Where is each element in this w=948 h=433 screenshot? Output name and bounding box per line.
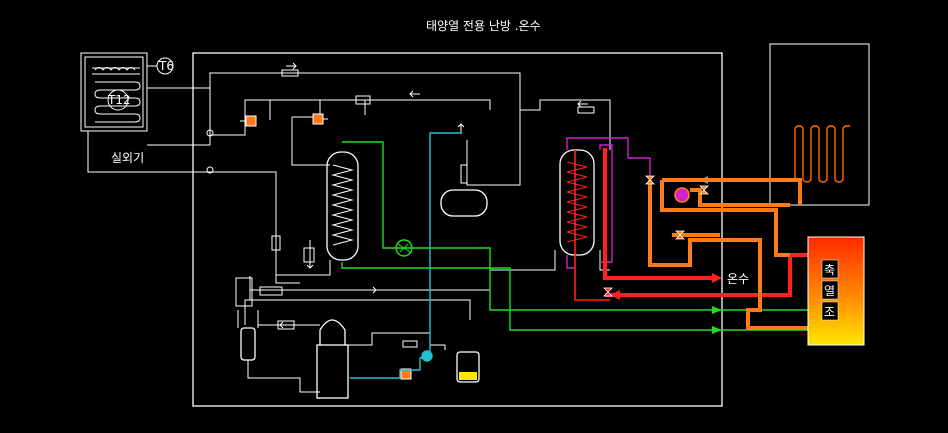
flow-arrows [279,62,588,329]
orange-pipes [648,178,808,330]
heated-room [769,43,870,206]
hot-water-label: 온수 [727,272,749,286]
green-loop [341,141,855,334]
outdoor-unit-label: 실외기 [111,151,144,165]
pump-green [395,239,413,257]
heat-exchanger-right [559,149,595,256]
four-way-valve [235,235,315,307]
floor-heating-coil [794,125,850,183]
tank-label-3: 조 [824,305,835,319]
storage-tank: 축 열 조 [807,236,865,346]
red-pipes [574,148,808,301]
three-way-valves [603,175,709,297]
outdoor-unit: T12 T6 [80,52,174,132]
heat-exchanger-left [326,151,359,261]
pump-cyan [421,350,433,362]
sensor-t6-label: T6 [158,59,174,73]
tank-label-2: 열 [824,284,835,298]
magenta-loop [566,137,651,269]
sensor-t12-label: T12 [107,93,131,107]
receiver-tank [440,164,488,217]
expansion-valves [206,69,595,348]
tank-label-1: 축 [824,263,835,277]
compressor [316,319,349,399]
indoor-unit-frame [192,52,723,407]
accumulator [237,310,259,361]
solenoid-valves [240,113,412,380]
condensate-jar [456,351,480,383]
diagram-title: 태양열 전용 난방 .온수 [426,19,541,33]
pump-orange [674,187,690,203]
refrigerant-piping [87,72,611,393]
